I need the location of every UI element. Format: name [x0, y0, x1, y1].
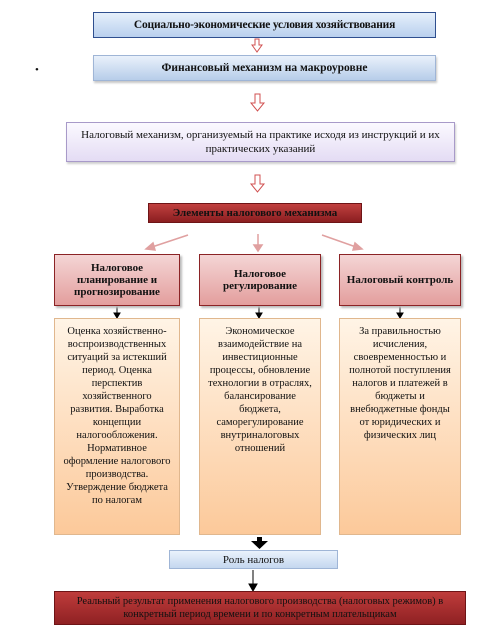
control-description-text: За правильностью исчисления, своевременн… — [349, 326, 451, 441]
branch-planning-box: Налоговое планирование и прогнозирование — [54, 254, 180, 306]
arrow-to-branch-1 — [151, 234, 189, 248]
real-result-box: Реальный результат применения налогового… — [54, 591, 466, 625]
arrow-to-branch-3 — [321, 234, 357, 248]
bullet-mark: • — [35, 64, 39, 76]
arrowhead-branch-3 — [351, 241, 364, 251]
tax-mechanism-elements-label: Элементы налогового механизма — [172, 207, 338, 219]
planning-description-box: Оценка хозяйственно-воспроизводственных … — [54, 318, 180, 535]
branch-planning-title: Налоговое планирование и прогнозирование — [74, 262, 160, 298]
socioeconomic-conditions-box: Социально-экономические условия хозяйств… — [93, 12, 436, 38]
arrow-top-to-macro — [251, 38, 263, 53]
branch-control-title: Налоговый контроль — [346, 274, 454, 286]
role-of-taxes-box: Роль налогов — [169, 550, 338, 569]
macro-financial-mechanism-box: Финансовый механизм на макроуровне — [93, 55, 436, 81]
tax-mechanism-label: Налоговый механизм, организуемый на прак… — [81, 129, 440, 155]
planning-description-text: Оценка хозяйственно-воспроизводственных … — [63, 326, 171, 506]
role-of-taxes-label: Роль налогов — [222, 553, 285, 566]
socioeconomic-conditions-label: Социально-экономические условия хозяйств… — [133, 19, 396, 31]
arrowhead-branch-1 — [144, 241, 157, 251]
control-description-box: За правильностью исчисления, своевременн… — [339, 318, 461, 535]
arrowhead-branch-2 — [252, 244, 264, 253]
regulation-description-box: Экономическое взаимодействие на инвестиц… — [199, 318, 321, 535]
regulation-description-text: Экономическое взаимодействие на инвестиц… — [208, 326, 312, 454]
branch-regulation-box: Налоговое регулирование — [199, 254, 321, 306]
arrow-to-role — [251, 537, 268, 549]
real-result-label: Реальный результат применения налогового… — [76, 596, 444, 620]
tax-mechanism-box: Налоговый механизм, организуемый на прак… — [66, 122, 455, 162]
tax-mechanism-elements-box: Элементы налогового механизма — [148, 203, 362, 223]
branch-regulation-title: Налоговое регулирование — [222, 268, 298, 292]
macro-financial-mechanism-label: Финансовый механизм на макроуровне — [161, 62, 368, 74]
branch-control-box: Налоговый контроль — [339, 254, 461, 306]
arrow-mechanism-to-elements — [249, 174, 266, 193]
arrow-macro-to-mechanism — [249, 93, 266, 112]
